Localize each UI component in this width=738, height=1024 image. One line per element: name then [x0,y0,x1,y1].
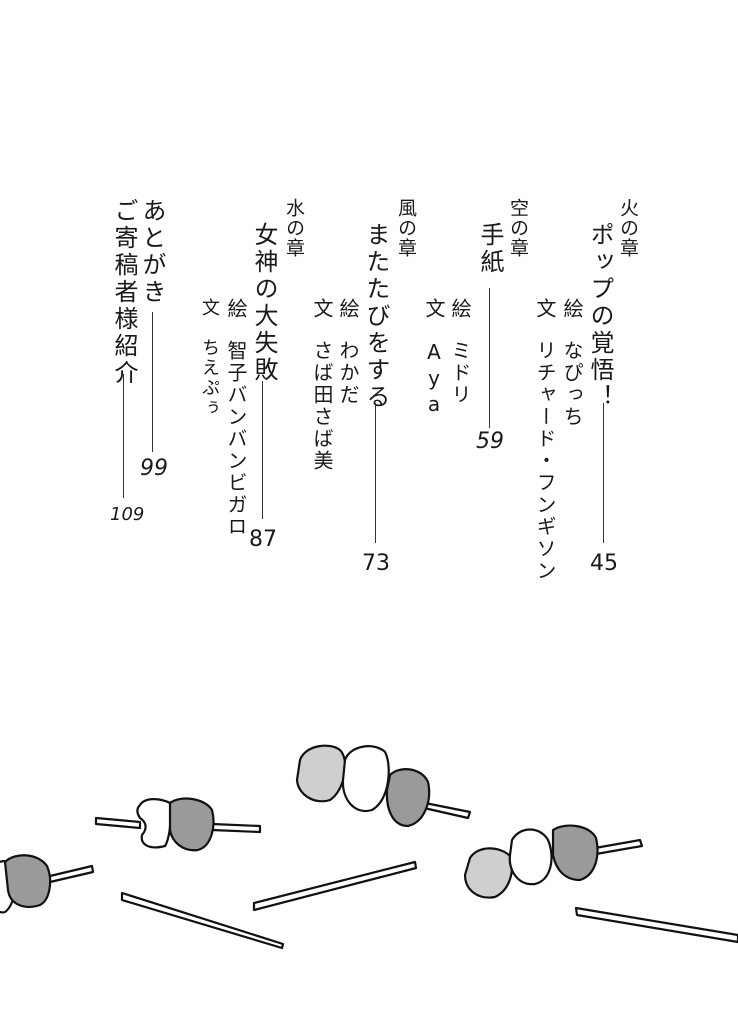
illustrator-role: 絵 [336,298,360,320]
leader-line [262,381,263,519]
illustrator-credit-sky: 絵ミドリ [448,298,472,406]
chapter-label-water: 水の章 [283,198,305,258]
illustrator-name: 智子バンバンビガロ [224,340,248,538]
author-name: リチャード・フンギソン [533,340,557,582]
dango-illustration [0,744,738,950]
author-name: さば田さば美 [310,340,334,472]
toc-title-water[interactable]: 女神の大失敗 [250,222,278,384]
author-name: ちえぷぅ [199,338,220,418]
dango-skewer-icon [94,797,262,852]
illustrator-name: わかだ [336,340,360,406]
toc-title-sky[interactable]: 手紙 [476,222,504,276]
author-role: 文 [310,298,334,320]
toc-title-wind[interactable]: またたびをする [362,222,390,411]
stick-icon [120,891,285,950]
illustrator-name: なぴっち [560,340,584,428]
author-credit-fire: 文リチャード・フンギソン [533,298,557,582]
dango-skewer-icon [463,824,644,899]
author-credit-water: 文ちえぷぅ [199,298,220,418]
dango-skewer-icon [295,744,472,828]
page-number-water[interactable]: 87 [249,527,277,552]
author-credit-sky: 文 Aya [422,298,446,418]
illustrator-credit-water: 絵智子バンバンビガロ [224,298,248,538]
chapter-label-wind: 風の章 [395,198,417,258]
author-role: 文 [533,298,557,320]
author-role: 文 [199,298,220,318]
illustrator-role: 絵 [224,298,248,320]
illustrator-name: ミドリ [448,340,472,406]
chapter-label-fire: 火の章 [617,198,639,258]
illustrator-credit-fire: 絵なぴっち [560,298,584,428]
page-number-afterword[interactable]: 99 [140,456,168,481]
page-number-contributors[interactable]: 109 [110,504,145,525]
illustrator-role: 絵 [448,298,472,320]
toc-title-contributors[interactable]: ご寄稿者様紹介 [110,198,138,387]
author-role: 文 [422,298,446,320]
page-number-sky[interactable]: 59 [476,429,504,454]
leader-line [152,312,153,452]
stick-icon [252,860,418,912]
dango-skewer-icon [0,854,95,914]
author-name: Aya [422,340,446,418]
leader-line [375,403,376,543]
page-number-fire[interactable]: 45 [590,551,618,576]
illustrator-credit-wind: 絵わかだ [336,298,360,406]
chapter-label-sky: 空の章 [507,198,529,258]
leader-line [123,374,124,498]
stick-icon [574,906,738,944]
leader-line [489,288,490,428]
leader-line [603,403,604,543]
illustrator-role: 絵 [560,298,584,320]
toc-title-fire[interactable]: ポップの覚悟！ [586,222,614,411]
author-credit-wind: 文さば田さば美 [310,298,334,472]
toc-title-afterword[interactable]: あとがき [138,198,166,306]
page-number-wind[interactable]: 73 [362,551,390,576]
